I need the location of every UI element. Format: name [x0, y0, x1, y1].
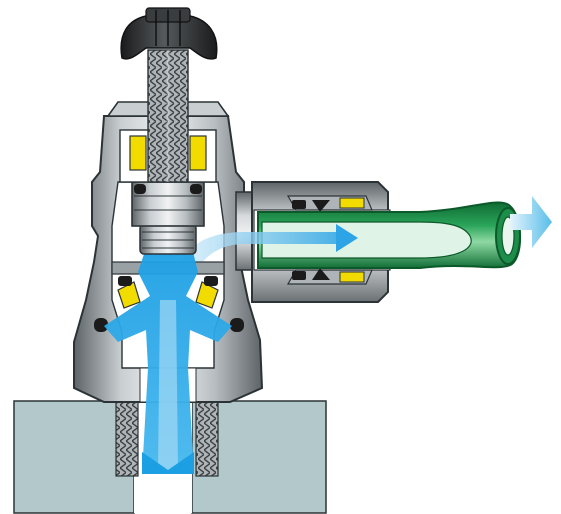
- port-oring-top: [292, 200, 306, 209]
- port-seal-top: [339, 197, 365, 209]
- tube-inner: [261, 221, 472, 259]
- flow-arrowhead-inner: [336, 224, 358, 252]
- stem-oring-right: [190, 184, 202, 194]
- knob: [120, 7, 218, 60]
- packing-right: [189, 135, 207, 171]
- adjust-screw: [147, 49, 189, 183]
- flow-highlight: [158, 300, 178, 470]
- flow-bend: [180, 232, 340, 270]
- base-block-left: [13, 400, 135, 514]
- flow-outlet: [180, 196, 552, 270]
- body-oring-left: [94, 318, 108, 332]
- tube: [257, 201, 522, 269]
- port-seal-bottom: [339, 271, 365, 283]
- flow-exit-arrow: [510, 196, 552, 248]
- seat-oring-left: [118, 276, 132, 286]
- seat-oring-right: [204, 276, 218, 286]
- flow-main: [104, 248, 232, 474]
- stem-oring-left: [134, 184, 146, 194]
- body-oring-right: [230, 318, 244, 332]
- collet-claw-bottom: [312, 268, 330, 280]
- packing-left: [129, 135, 147, 171]
- knob-body: [120, 15, 218, 60]
- threaded-stem: [115, 387, 219, 477]
- spindle: [131, 181, 205, 255]
- port-oring-bottom: [292, 271, 306, 280]
- flow-bottom-chevron: [142, 452, 194, 474]
- screw-shank: [147, 49, 189, 183]
- spindle-nose: [139, 223, 197, 255]
- collet-claw-top: [312, 200, 330, 212]
